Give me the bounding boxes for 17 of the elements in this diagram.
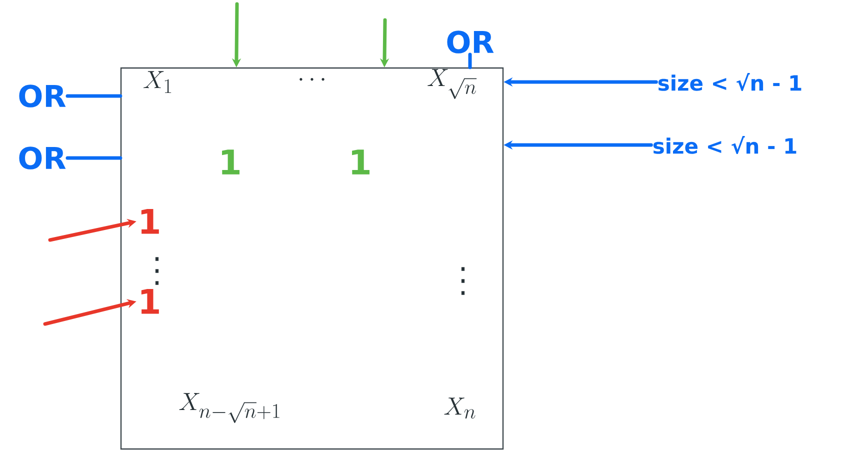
handwritten-digit: 1 bbox=[222, 150, 240, 174]
handwritten-note: OR bbox=[19, 146, 66, 170]
matrix-entry: $X_{n-\sqrt{n}+1}$ bbox=[179, 393, 280, 423]
handwritten-note: OR bbox=[447, 30, 494, 54]
handwritten-note: OR bbox=[19, 84, 66, 108]
matrix-entry: $X_n$ bbox=[444, 398, 476, 419]
ellipsis: $\vdots$ bbox=[461, 267, 465, 295]
handwritten-digit: 1 bbox=[352, 150, 370, 174]
handwritten-note: size < √n - 1 bbox=[653, 136, 796, 154]
handwritten-note: size < √n - 1 bbox=[658, 73, 802, 91]
handwritten-digit: 1 bbox=[141, 209, 159, 234]
handwritten-digit: 1 bbox=[141, 289, 159, 314]
ellipsis: $\cdots$ bbox=[300, 78, 324, 81]
ellipsis: $\vdots$ bbox=[155, 257, 159, 285]
matrix-entry: $X_{\sqrt{n}}$ bbox=[428, 69, 477, 99]
matrix-box bbox=[120, 67, 504, 450]
matrix-entry: $X_1$ bbox=[144, 71, 172, 93]
